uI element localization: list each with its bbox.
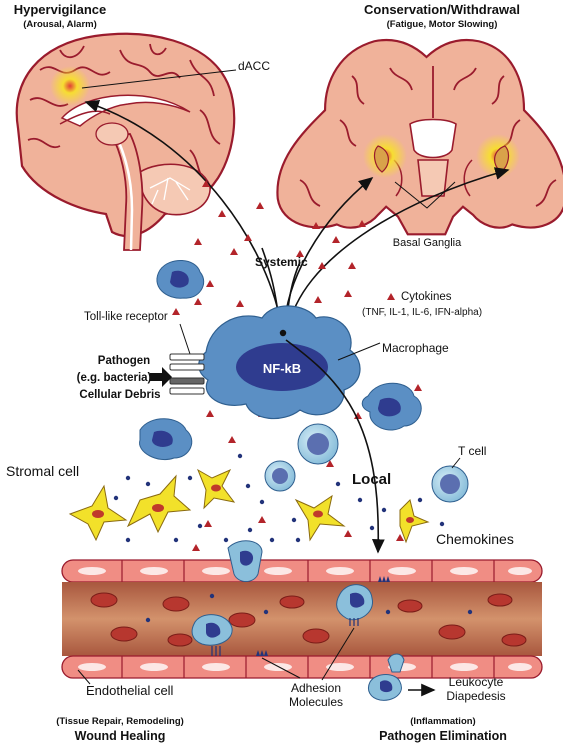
hypervigilance-title: Hypervigilance [14,2,107,17]
red-blood-cells [90,592,527,647]
toll-like-receptor-icon [169,353,205,395]
pathogen-label-line1: Pathogen [98,355,150,367]
toll-like-receptor-label: Toll-like receptor [84,311,168,323]
basal-ganglia-label: Basal Ganglia [393,237,462,249]
systemic-label: Systemic [255,255,308,269]
t-cell-label: T cell [458,444,486,458]
local-arrow [285,339,385,554]
chemokine-particles [113,453,445,543]
leukocyte-top [227,540,263,582]
pathogen-elimination-subtitle: (Inflammation) [410,716,475,727]
stromal-nuclei [92,484,414,523]
cytokine-particles [172,180,422,551]
conservation-subtitle: (Fatigue, Motor Slowing) [387,19,498,30]
macrophage-small-top [156,260,205,299]
t-cells [264,423,469,503]
dacc-label: dACC [238,59,270,73]
local-label: Local [352,471,391,488]
leukocyte-rolling-2 [336,584,373,626]
pathogen-label-line3: Cellular Debris [79,389,160,401]
sagittal-brain-illustration [15,32,236,251]
adhesion-label-line2: Molecules [289,695,343,709]
cytokines-list: (TNF, IL-1, IL-6, IFN-alpha) [362,307,482,318]
coronal-brain-illustration [276,39,563,236]
wound-healing-title: Wound Healing [75,729,166,743]
leukocyte-rolling-1 [191,614,233,656]
leukocyte-diapedesis [367,653,405,701]
pathogen-elimination-title: Pathogen Elimination [379,729,507,743]
conservation-title: Conservation/Withdrawal [364,2,520,17]
macrophage-left [139,418,193,460]
stromal-cell-label: Stromal cell [6,463,79,479]
cytokine-legend-marker [387,293,395,300]
endothelial-cell-label: Endothelial cell [86,683,174,698]
pathogen-arrow-icon [150,367,172,387]
blood-vessel [61,559,543,679]
cytokines-label: Cytokines [401,291,452,303]
chemokine-particles-in-vessel [145,593,473,623]
macrophage-label: Macrophage [382,341,449,355]
adhesion-label-line1: Adhesion [291,681,341,695]
chemokines-label: Chemokines [436,531,514,547]
nfkb-label: NF-kB [263,361,301,376]
adhesion-pointers [261,627,355,681]
macrophage-right [361,382,422,431]
adhesion-molecule-markers [256,576,390,656]
wound-healing-subtitle: (Tissue Repair, Remodeling) [56,716,184,727]
leukocyte-label: Leukocyte [449,675,504,689]
pathogen-label-line2: (e.g. bacteria) [77,372,152,384]
diapedesis-label: Diapedesis [446,689,505,703]
hypervigilance-subtitle: (Arousal, Alarm) [23,19,97,30]
